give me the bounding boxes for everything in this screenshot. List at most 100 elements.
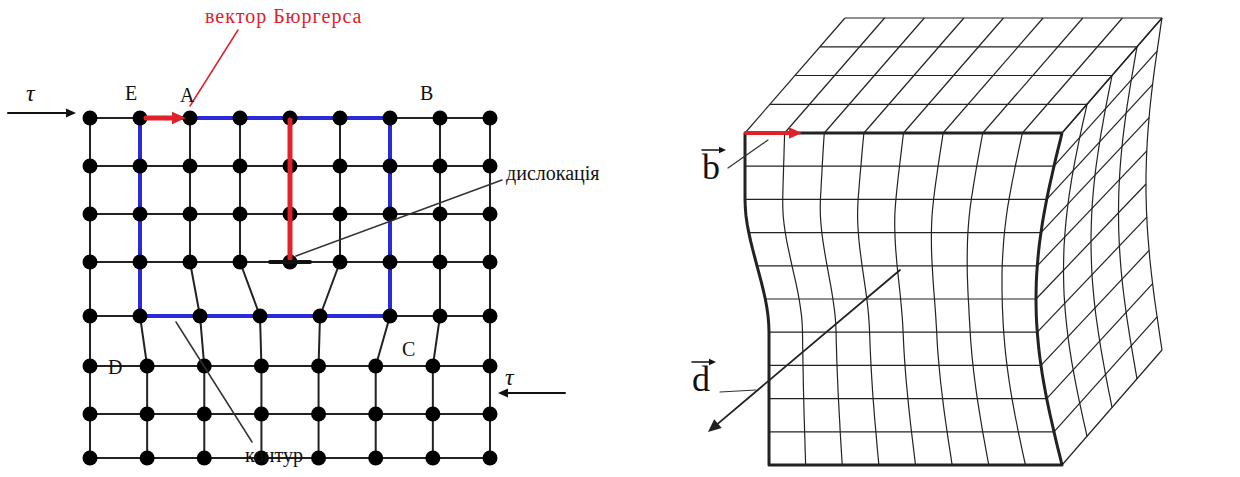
atom: [311, 407, 326, 422]
burgers-vector-head: [789, 127, 802, 139]
grid-line: [1119, 47, 1138, 379]
vector-label: b: [702, 148, 720, 188]
atom: [197, 407, 212, 422]
atom: [433, 207, 448, 222]
lattice-bond: [319, 365, 376, 367]
grid-line: [1041, 250, 1149, 365]
lattice-bond: [147, 457, 204, 459]
atom: [313, 309, 328, 324]
atom: [425, 407, 440, 422]
atom: [368, 407, 383, 422]
lattice-bond: [240, 262, 260, 316]
point-label: A: [180, 84, 194, 106]
grid-line: [765, 298, 1036, 299]
leader-line: [176, 322, 252, 442]
grid-line: [1146, 18, 1162, 350]
grid-line: [1037, 217, 1147, 332]
atom: [183, 159, 198, 174]
point-label: B: [420, 82, 433, 104]
lattice-bond: [90, 413, 147, 415]
atom: [483, 255, 498, 270]
grid-line: [745, 199, 1047, 200]
grid-line: [769, 365, 1041, 366]
grid-line: [1047, 84, 1153, 199]
atom: [133, 309, 148, 324]
atom: [83, 451, 98, 466]
grid-line: [845, 17, 1162, 18]
atom: [254, 407, 269, 422]
burgers-vector: [746, 127, 802, 139]
grid-line: [769, 431, 1054, 432]
lattice-bond: [433, 316, 440, 366]
atom: [197, 451, 212, 466]
shear-arrow: [8, 109, 76, 118]
atom: [483, 407, 498, 422]
dislocation-label: дислокація: [506, 162, 600, 184]
atom: [433, 255, 448, 270]
lattice-bond: [261, 413, 318, 415]
shear-stress-label: τ: [505, 364, 514, 390]
atom: [183, 207, 198, 222]
grid-line: [745, 166, 1054, 167]
contour-label: контур: [245, 444, 303, 466]
atom: [425, 451, 440, 466]
atom: [140, 359, 155, 374]
lattice-bond: [200, 316, 204, 366]
atom: [483, 451, 498, 466]
lattice-bond: [376, 365, 433, 367]
lattice-bond: [319, 457, 376, 459]
atom: [233, 207, 248, 222]
lattice-bond: [204, 413, 261, 415]
atom: [133, 159, 148, 174]
atom: [253, 309, 268, 324]
atom: [83, 309, 98, 324]
grid-line: [770, 104, 1087, 105]
atom: [133, 255, 148, 270]
atom: [483, 111, 498, 126]
lattice-bond: [147, 413, 204, 415]
burgers-vector: [146, 112, 186, 125]
lattice-bond: [319, 316, 320, 366]
lattice-bond: [439, 262, 441, 316]
grid-line: [1062, 18, 1162, 133]
atom: [83, 159, 98, 174]
atom: [140, 407, 155, 422]
lattice-bond: [319, 413, 376, 415]
lattice-bonds: [90, 118, 490, 458]
grid-line: [1064, 104, 1088, 436]
grid-line: [749, 232, 1041, 233]
lattice-bond: [433, 365, 490, 367]
leader-line: [296, 180, 502, 256]
point-label: C: [402, 338, 415, 360]
atom: [233, 159, 248, 174]
atom: [140, 451, 155, 466]
leader-line: [720, 390, 756, 392]
atom: [333, 159, 348, 174]
front-face-outline: [745, 133, 1062, 465]
point-label: D: [108, 356, 122, 378]
atom: [483, 159, 498, 174]
atom: [133, 207, 148, 222]
grid-line: [1091, 76, 1112, 408]
leader-line: [190, 30, 238, 106]
atom: [83, 359, 98, 374]
grid-line: [1041, 118, 1149, 233]
atom: [333, 111, 348, 126]
atom: [311, 451, 326, 466]
grid-line: [757, 265, 1037, 266]
atom: [233, 111, 248, 126]
grid-line: [769, 332, 1037, 333]
atom: [333, 255, 348, 270]
grid-line: [1062, 350, 1162, 465]
point-label: E: [125, 82, 137, 104]
atom: [83, 255, 98, 270]
leader-line: [728, 140, 768, 168]
lattice-bond: [376, 316, 390, 366]
atom: [368, 359, 383, 374]
burgers-vector-label: вектор Бюргерса: [205, 5, 362, 27]
vector-sign-head: [709, 359, 716, 365]
atom: [83, 407, 98, 422]
atom: [383, 309, 398, 324]
burgers-vector-shaft: [746, 131, 789, 135]
